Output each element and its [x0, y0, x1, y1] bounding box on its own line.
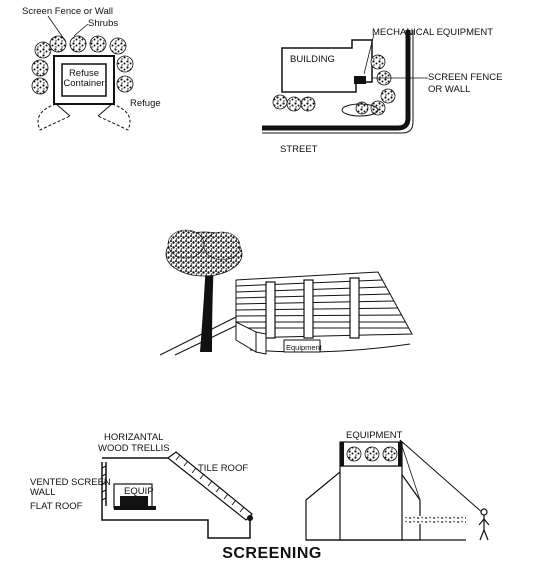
refuse-label-2: Container — [63, 78, 104, 89]
screen-fence-label: Screen Fence or Wall — [22, 6, 113, 17]
mechanical-equipment-plan: BUILDING MECHANICAL EQUIPMENT SCREEN FEN… — [262, 27, 502, 155]
vented-screen-wall — [101, 465, 107, 501]
refuse-enclosure-plan: Refuse Container Screen Fence or Wall Sh… — [22, 6, 161, 131]
screen-wall-plan — [341, 103, 379, 117]
person-figure — [478, 508, 490, 541]
section-trellis: EQUIP HORIZANTAL WOOD TRELLIS TILE ROOF … — [30, 432, 253, 539]
rooftop-equipment — [339, 441, 403, 467]
horizontal-trellis-label-1: HORIZANTAL — [104, 432, 163, 443]
section-rooftop-equipment: EQUIPMENT — [305, 430, 490, 541]
sight-line — [399, 439, 485, 515]
building-label: BUILDING — [290, 54, 335, 65]
flat-roof-label: FLAT ROOF — [30, 501, 83, 512]
tree — [165, 229, 243, 352]
trellis-wall — [235, 271, 413, 339]
horizontal-trellis-label-2: WOOD TRELLIS — [98, 443, 170, 454]
gate-swings — [37, 103, 131, 131]
mech-equipment-box — [354, 76, 366, 84]
equipment-small-label: Equipment — [286, 343, 323, 352]
street-label: STREET — [280, 144, 318, 155]
tile-roof — [167, 451, 253, 521]
equip-label: EQUIP — [124, 486, 154, 497]
shrub-ring — [31, 35, 134, 95]
tile-roof-label: TILE ROOF — [198, 463, 248, 474]
street-curb — [262, 30, 411, 131]
vented-label-1: VENTED SCREEN — [30, 477, 111, 488]
perspective-screening: Equipment — [159, 229, 413, 356]
shrubs-plan — [272, 54, 396, 116]
flat-roof-line — [101, 512, 251, 539]
building-outline — [281, 39, 373, 93]
mech-equipment-label: MECHANICAL EQUIPMENT — [372, 27, 493, 38]
refuge-label: Refuge — [130, 98, 161, 109]
vented-label-2: WALL — [30, 487, 56, 498]
trellis-posts — [265, 277, 360, 339]
refuse-container — [61, 63, 107, 97]
equipment-box-perspective — [283, 339, 321, 353]
refuse-label-1: Refuse — [69, 68, 99, 79]
equip-unit: EQUIP — [113, 483, 156, 510]
shrubs-label: Shrubs — [88, 18, 118, 29]
page-title: SCREENING — [222, 545, 322, 562]
screen-fence-label-2a: SCREEN FENCE — [428, 72, 502, 83]
screen-fence-label-2b: OR WALL — [428, 84, 470, 95]
equipment-upper-label: EQUIPMENT — [346, 430, 403, 441]
